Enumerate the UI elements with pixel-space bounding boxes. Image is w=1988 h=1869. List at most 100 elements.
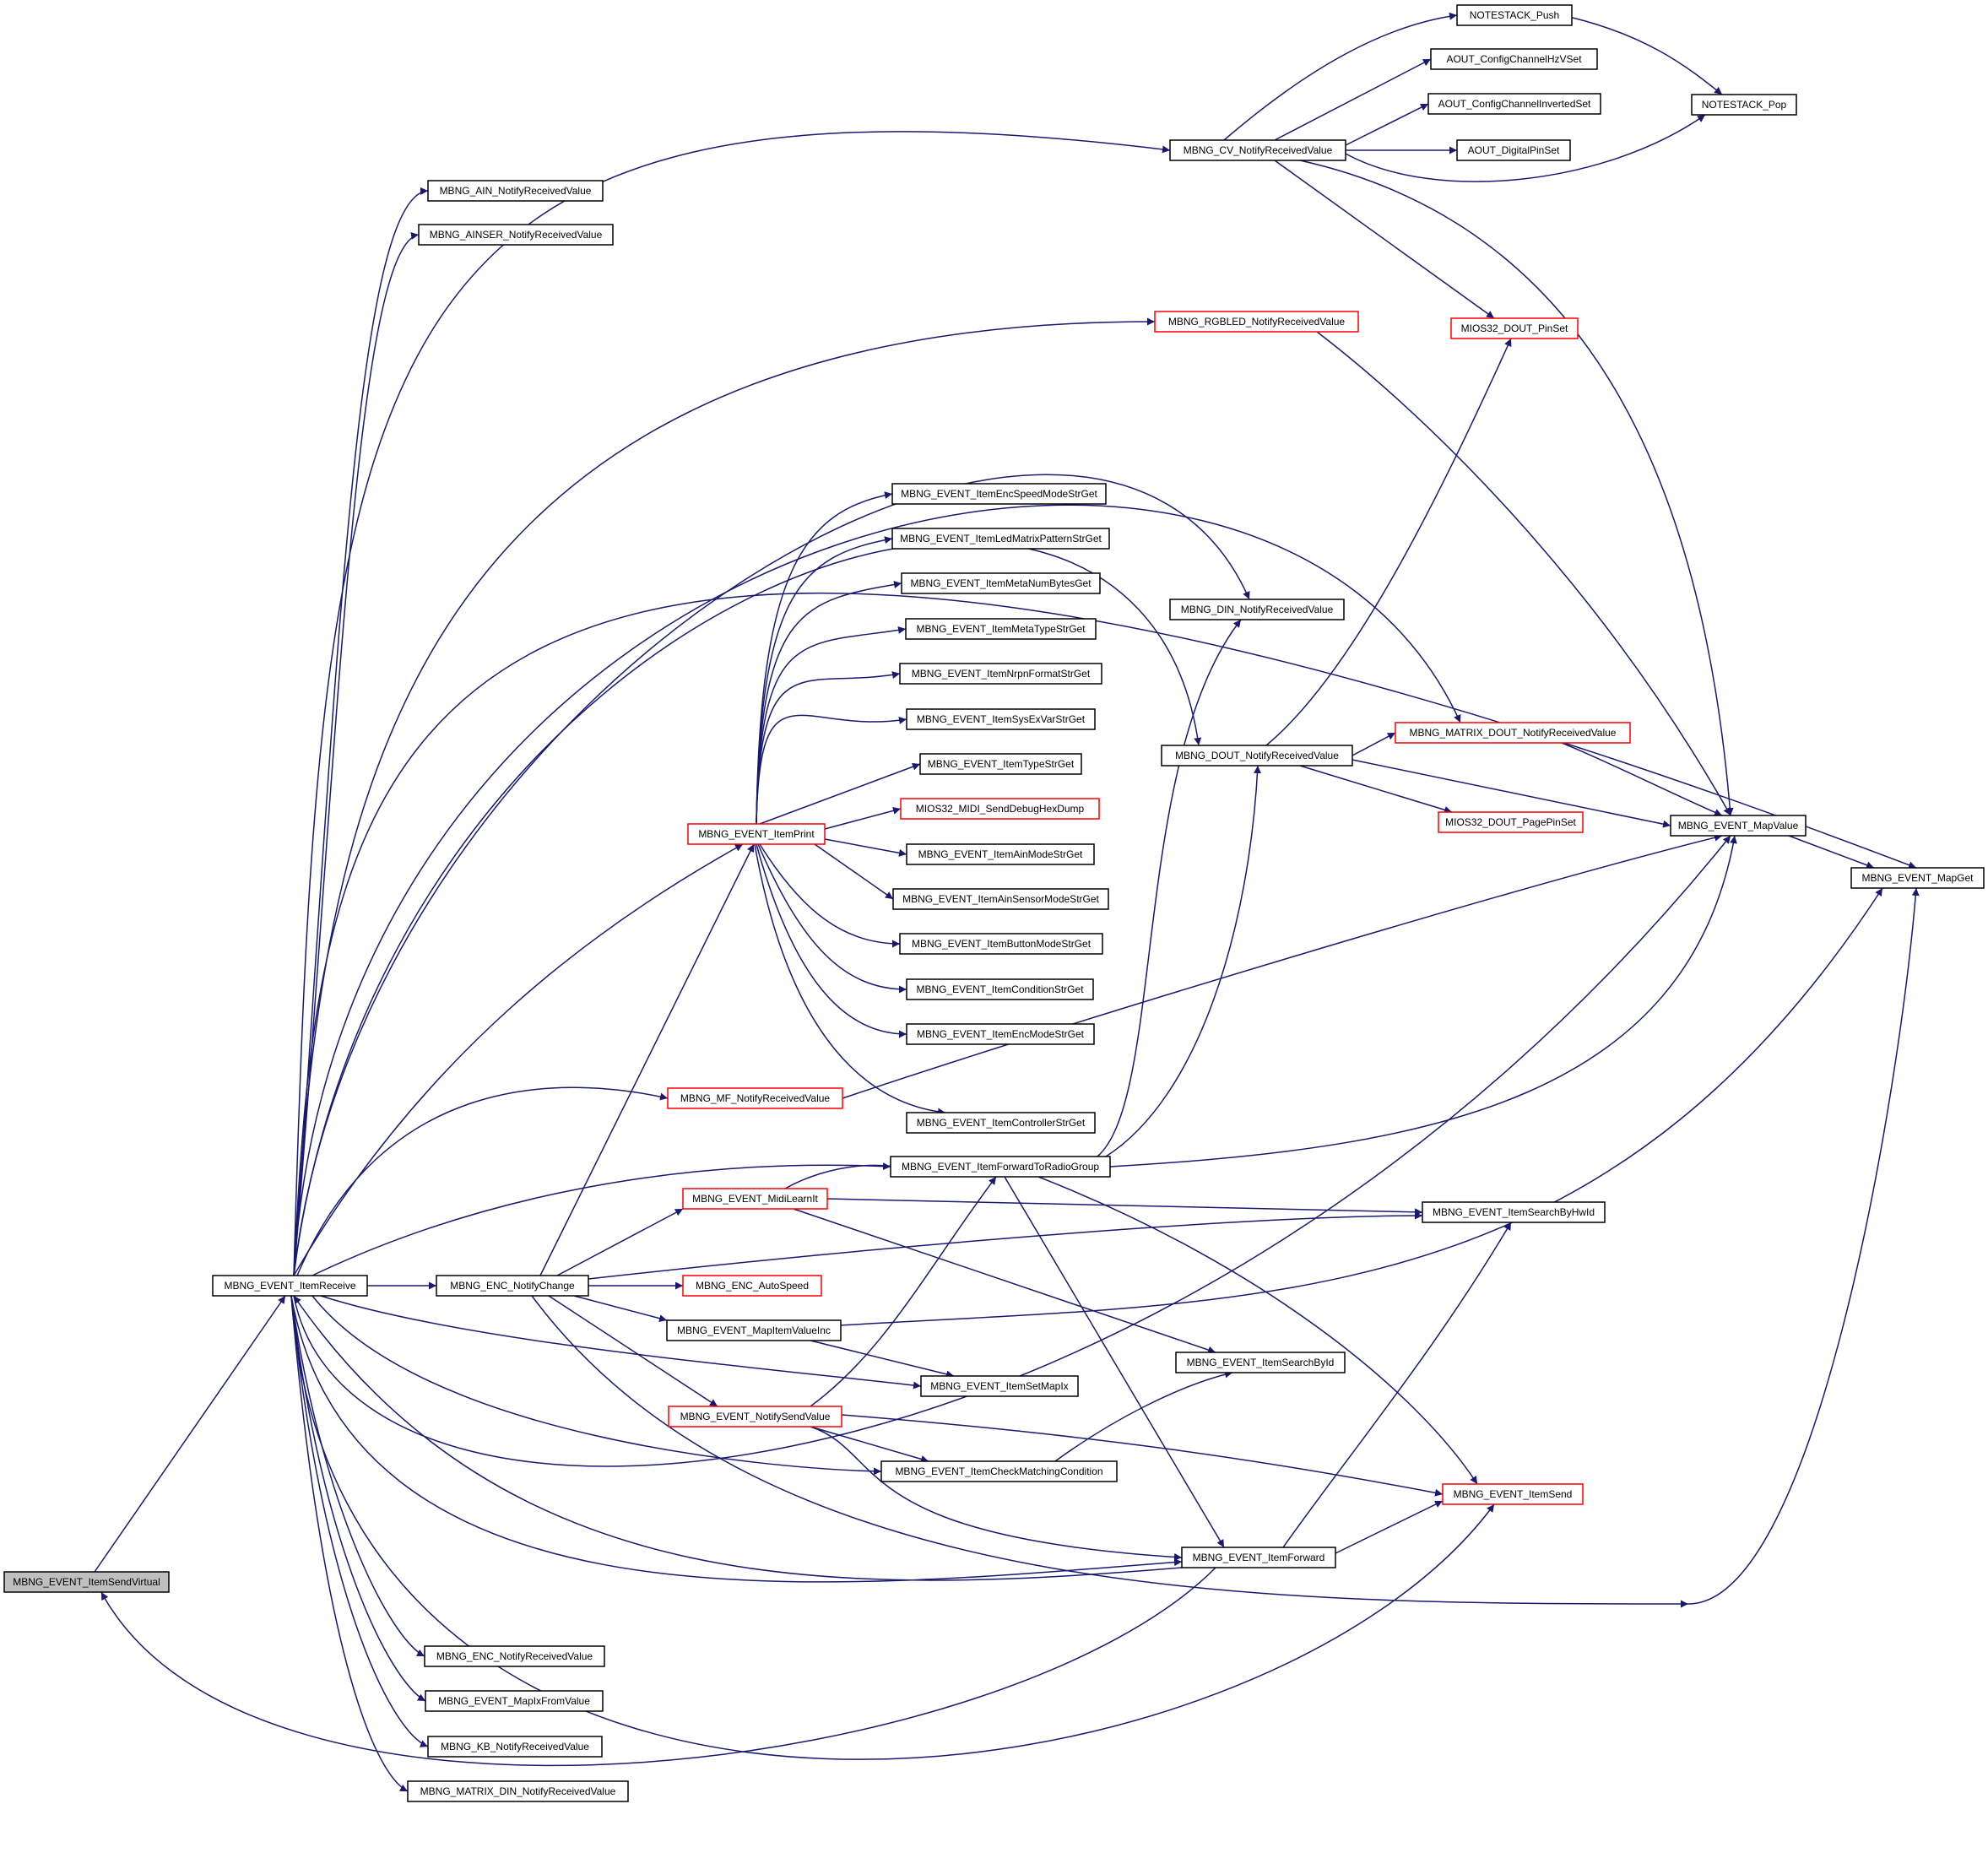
node-label: AOUT_DigitalPinSet: [1468, 144, 1560, 156]
edge: [311, 1295, 882, 1476]
node-label: MBNG_EVENT_ItemTypeStrGet: [928, 758, 1075, 770]
node-enc-notify-change[interactable]: MBNG_ENC_NotifyChange: [436, 1275, 589, 1297]
node-forward-radio[interactable]: MBNG_EVENT_ItemForwardToRadioGroup: [890, 1156, 1111, 1178]
node-layer: MBNG_EVENT_ItemSendVirtual MBNG_EVENT_Ite…: [3, 4, 1985, 1802]
node-item-forward[interactable]: MBNG_EVENT_ItemForward: [1181, 1547, 1336, 1568]
node-matrix-dout[interactable]: MBNG_MATRIX_DOUT_NotifyReceivedValue: [1395, 722, 1631, 744]
node-nrpn-format[interactable]: MBNG_EVENT_ItemNrpnFormatStrGet: [899, 663, 1102, 685]
node-box: [1456, 4, 1573, 26]
edge: [840, 887, 1883, 1326]
node-enc-mode[interactable]: MBNG_EVENT_ItemEncModeStrGet: [906, 1023, 1095, 1045]
node-box: [920, 1375, 1079, 1397]
edge: [1265, 338, 1512, 746]
node-map-ix-from[interactable]: MBNG_EVENT_MapIxFromValue: [425, 1690, 604, 1712]
edge-receive-itemsend: [290, 1295, 1495, 1760]
node-label: MBNG_EVENT_ItemButtonModeStrGet: [912, 938, 1092, 950]
node-label: NOTESTACK_Pop: [1702, 99, 1787, 111]
node-box: [892, 888, 1109, 910]
node-label: MBNG_EVENT_ItemForwardToRadioGroup: [902, 1161, 1099, 1173]
node-rgbled-notify[interactable]: MBNG_RGBLED_NotifyReceivedValue: [1154, 311, 1359, 333]
edge: [842, 833, 1723, 1099]
node-mf-notify[interactable]: MBNG_MF_NotifyReceivedValue: [667, 1087, 843, 1109]
node-box: [1175, 1352, 1346, 1373]
edge: [1037, 1176, 1478, 1485]
edge: [1105, 765, 1262, 1157]
node-label: MBNG_EVENT_ItemEncSpeedModeStrGet: [901, 488, 1097, 500]
node-hex-dump[interactable]: MIOS32_MIDI_SendDebugHexDump: [900, 798, 1100, 820]
edge: [573, 1295, 668, 1323]
node-search-id[interactable]: MBNG_EVENT_ItemSearchById: [1175, 1352, 1346, 1373]
node-box: [212, 1275, 368, 1297]
node-aout-inverted[interactable]: AOUT_ConfigChannelInvertedSet: [1427, 93, 1601, 115]
node-cv-notify[interactable]: MBNG_CV_NotifyReceivedValue: [1169, 139, 1346, 161]
node-speed-mode[interactable]: MBNG_EVENT_ItemEncSpeedModeStrGet: [891, 483, 1107, 505]
edge: [293, 504, 1461, 1276]
node-label: MBNG_EVENT_ItemSysExVarStrGet: [917, 713, 1086, 725]
node-item-send[interactable]: MBNG_EVENT_ItemSend: [1442, 1483, 1584, 1505]
node-ain-mode[interactable]: MBNG_EVENT_ItemAinModeStrGet: [906, 843, 1095, 865]
node-item-print[interactable]: MBNG_EVENT_ItemPrint: [687, 823, 826, 845]
node-ain-sensor[interactable]: MBNG_EVENT_ItemAinSensorModeStrGet: [892, 888, 1109, 910]
edge: [1335, 1500, 1444, 1554]
edge: [824, 806, 902, 830]
node-box: [891, 528, 1110, 550]
node-condition-str[interactable]: MBNG_EVENT_ItemConditionStrGet: [906, 978, 1094, 1000]
node-enc-notify-recv[interactable]: MBNG_ENC_NotifyReceivedValue: [424, 1645, 605, 1667]
node-din-notify[interactable]: MBNG_DIN_NotifyReceivedValue: [1169, 599, 1345, 620]
edge: [756, 626, 907, 825]
node-ainser-notify[interactable]: MBNG_AINSER_NotifyReceivedValue: [418, 224, 614, 246]
node-matrix-din[interactable]: MBNG_MATRIX_DIN_NotifyReceivedValue: [407, 1780, 629, 1802]
node-label: MBNG_EVENT_ItemEncModeStrGet: [917, 1028, 1085, 1040]
node-box: [682, 1275, 822, 1297]
edge-receive-mapget-top: [293, 593, 1917, 1276]
node-ain-notify[interactable]: MBNG_AIN_NotifyReceivedValue: [427, 180, 604, 202]
edge-encchange-mapget: [531, 1295, 1689, 1608]
node-item-receive[interactable]: MBNG_EVENT_ItemReceive: [212, 1275, 368, 1297]
node-led-matrix[interactable]: MBNG_EVENT_ItemLedMatrixPatternStrGet: [891, 528, 1110, 550]
node-check-matching[interactable]: MBNG_EVENT_ItemCheckMatchingCondition: [880, 1460, 1118, 1482]
node-aout-digital[interactable]: AOUT_DigitalPinSet: [1456, 139, 1571, 161]
node-enc-autospeed[interactable]: MBNG_ENC_AutoSpeed: [682, 1275, 822, 1297]
node-box: [906, 708, 1096, 730]
node-aout-hzv[interactable]: AOUT_ConfigChannelHzVSet: [1430, 48, 1598, 70]
edge: [293, 317, 1156, 1276]
edge-receive-mapvalue: [293, 835, 1731, 1467]
node-label: MBNG_EVENT_MapItemValueInc: [677, 1325, 831, 1336]
node-search-hwid[interactable]: MBNG_EVENT_ItemSearchByHwId: [1422, 1201, 1606, 1223]
node-set-map-ix[interactable]: MBNG_EVENT_ItemSetMapIx: [920, 1375, 1079, 1397]
node-dout-notify[interactable]: MBNG_DOUT_NotifyReceivedValue: [1161, 745, 1353, 767]
node-item-send-virtual[interactable]: MBNG_EVENT_ItemSendVirtual: [3, 1571, 170, 1593]
node-midi-learn[interactable]: MBNG_EVENT_MidiLearnIt: [682, 1188, 828, 1210]
edge: [293, 187, 429, 1276]
node-box: [666, 1319, 842, 1341]
node-dout-pinset[interactable]: MIOS32_DOUT_PinSet: [1450, 317, 1579, 339]
node-box: [667, 1087, 843, 1109]
node-kb-notify[interactable]: MBNG_KB_NotifyReceivedValue: [427, 1736, 603, 1758]
node-label: MBNG_EVENT_ItemAinModeStrGet: [918, 848, 1083, 860]
node-button-mode[interactable]: MBNG_EVENT_ItemButtonModeStrGet: [899, 933, 1103, 955]
node-label: MBNG_EVENT_ItemLedMatrixPatternStrGet: [900, 533, 1102, 544]
edge: [1687, 887, 1920, 1605]
node-box: [1422, 1201, 1606, 1223]
node-map-get[interactable]: MBNG_EVENT_MapGet: [1850, 867, 1985, 889]
edge: [1274, 58, 1432, 141]
node-box: [1430, 48, 1598, 70]
node-meta-num[interactable]: MBNG_EVENT_ItemMetaNumBytesGet: [901, 572, 1101, 594]
node-notestack-pop[interactable]: NOTESTACK_Pop: [1691, 94, 1797, 116]
node-box: [668, 1406, 842, 1427]
node-sysex-var[interactable]: MBNG_EVENT_ItemSysExVarStrGet: [906, 708, 1096, 730]
node-box: [1427, 93, 1601, 115]
node-notestack-push[interactable]: NOTESTACK_Push: [1456, 4, 1573, 26]
node-box: [906, 1023, 1095, 1045]
node-page-pinset[interactable]: MIOS32_DOUT_PagePinSet: [1438, 811, 1584, 833]
node-label: MBNG_EVENT_ItemForward: [1193, 1552, 1325, 1563]
node-map-value[interactable]: MBNG_EVENT_MapValue: [1670, 815, 1807, 837]
node-type-str[interactable]: MBNG_EVENT_ItemTypeStrGet: [919, 753, 1082, 775]
node-controller-str[interactable]: MBNG_EVENT_ItemControllerStrGet: [906, 1112, 1096, 1134]
node-map-item-inc[interactable]: MBNG_EVENT_MapItemValueInc: [666, 1319, 842, 1341]
edge: [1316, 331, 1731, 816]
edge: [1109, 835, 1737, 1167]
node-notify-send[interactable]: MBNG_EVENT_NotifySendValue: [668, 1406, 842, 1427]
node-meta-type[interactable]: MBNG_EVENT_ItemMetaTypeStrGet: [905, 618, 1097, 640]
